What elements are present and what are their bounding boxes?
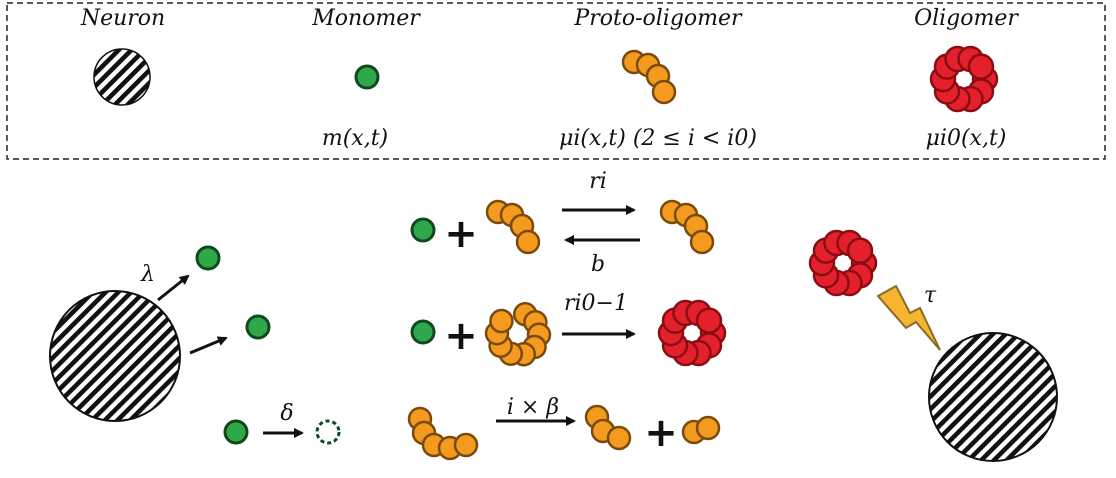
plus-sign: + xyxy=(444,211,478,257)
monomer-icon xyxy=(354,64,380,90)
bead xyxy=(695,307,723,334)
monomer-icon xyxy=(195,245,221,271)
neuron-icon xyxy=(928,332,1058,462)
proto-oligomer-icon xyxy=(621,49,677,105)
plus-sign: + xyxy=(444,313,478,359)
oligomer-icon xyxy=(657,299,727,367)
tau-label: τ xyxy=(924,283,937,308)
bead xyxy=(689,229,715,255)
degraded-monomer-icon xyxy=(315,419,341,445)
ri-label: ri xyxy=(589,169,607,194)
proto-oligomer-icon xyxy=(681,415,721,445)
proto-oligomer-icon xyxy=(485,199,541,255)
oligomer-icon xyxy=(929,45,999,113)
delta-label: δ xyxy=(280,401,293,426)
monomer-icon xyxy=(223,419,249,445)
oligomer-formula: μi0(x,t) xyxy=(926,126,1007,151)
production-panel: λ δ xyxy=(49,245,341,445)
monomer-icon xyxy=(410,217,436,243)
bead xyxy=(453,432,479,458)
proto-oligomer-icon xyxy=(584,404,632,451)
monomer-icon xyxy=(410,319,436,345)
ri0-label: ri0−1 xyxy=(564,291,628,316)
b-label: b xyxy=(591,252,605,277)
bead xyxy=(515,229,541,255)
plus-sign: + xyxy=(644,410,678,456)
toxicity-panel: τ xyxy=(808,229,1058,462)
arrow-icon xyxy=(189,336,228,355)
proto-formula: μi(x,t) (2 ≤ i < i0) xyxy=(559,126,757,151)
neuron-icon xyxy=(49,290,181,422)
lambda-label: λ xyxy=(140,262,155,287)
i-beta-label: i × β xyxy=(507,395,559,420)
bead xyxy=(695,415,721,441)
legend-oligomer-label: Oligomer xyxy=(914,6,1019,31)
monomer-formula: m(x,t) xyxy=(322,126,388,151)
legend-proto-label: Proto-oligomer xyxy=(573,6,743,31)
proto-oligomer-icon xyxy=(659,199,715,255)
proto-oligomer-icon xyxy=(484,302,552,367)
legend-box: Neuron Monomer Proto-oligomer Oligomer m… xyxy=(6,2,1106,160)
bead xyxy=(651,79,677,105)
reactions-panel: + ri b + ri0−1 i × β + xyxy=(407,169,727,461)
neuron-icon xyxy=(93,48,151,106)
oligomer-icon xyxy=(808,229,878,297)
bead xyxy=(489,308,514,334)
arrow-icon xyxy=(157,274,190,302)
legend-monomer-label: Monomer xyxy=(311,6,421,31)
monomer-icon xyxy=(245,314,271,340)
bead xyxy=(846,237,874,264)
proto-oligomer-icon xyxy=(407,406,479,461)
bead xyxy=(606,425,632,451)
lightning-icon xyxy=(876,284,941,351)
bead xyxy=(967,53,995,80)
legend-neuron-label: Neuron xyxy=(80,6,165,31)
